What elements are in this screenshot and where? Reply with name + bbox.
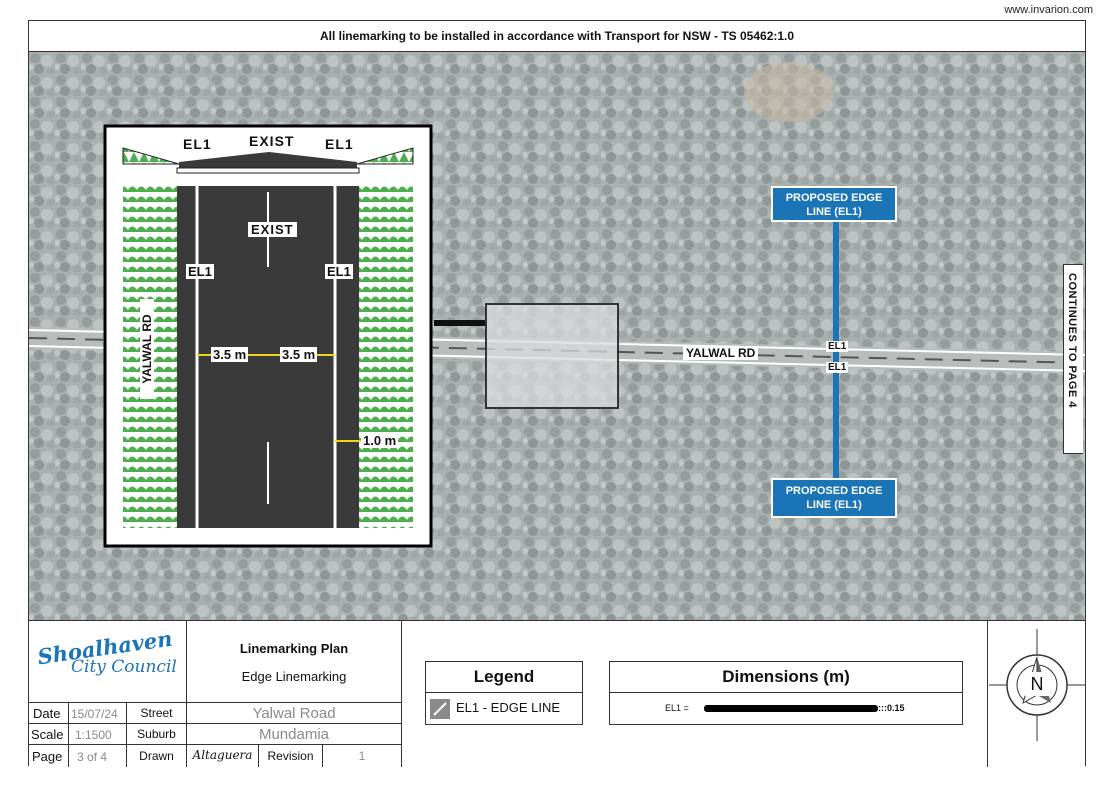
revision-label: Revision <box>259 745 323 767</box>
page-label: Page <box>29 745 69 767</box>
website-url: www.invarion.com <box>1004 4 1093 16</box>
plan-label-right-edge: EL1 <box>325 264 353 279</box>
drawn-label: Drawn <box>127 745 187 767</box>
legend-item: EL1 - EDGE LINE <box>426 693 582 725</box>
legend-title: Legend <box>426 662 582 693</box>
continues-label: CONTINUES TO PAGE 4 <box>1066 273 1078 409</box>
continues-tab: CONTINUES TO PAGE 4 <box>1063 264 1083 454</box>
lane-width-left: 3.5 m <box>211 347 249 362</box>
dimensions-row: EL1 = :::0.15 <box>610 693 962 725</box>
section-label-left: EL1 <box>183 136 212 152</box>
callout-top: PROPOSED EDGE LINE (EL1) <box>771 186 897 222</box>
revision-value: 1 <box>358 749 366 763</box>
edge-line-marker <box>833 222 839 494</box>
suburb-value: Mundamia <box>187 724 401 745</box>
plan-subtitle: Edge Linemarking <box>241 669 347 684</box>
page-value: 3 of 4 <box>69 745 127 767</box>
legend-item-label: EL1 - EDGE LINE <box>456 700 561 715</box>
inset-connector <box>434 320 486 326</box>
clearing <box>744 62 834 122</box>
dimensions-row-value: :::0.15 <box>878 703 905 713</box>
edge-label-bottom: EL1 <box>826 362 849 373</box>
edge-line-swatch <box>430 699 450 719</box>
north-arrow: N <box>989 625 1085 745</box>
map-road-name: YALWAL RD <box>683 346 759 360</box>
inset-viewport-box <box>485 303 619 409</box>
lane-width-right: 3.5 m <box>280 347 318 362</box>
title-block: Shoalhaven City Council Linemarking Plan… <box>29 620 1085 767</box>
street-value: Yalwal Road <box>187 703 401 724</box>
section-label-right: EL1 <box>325 136 354 152</box>
header-note: All linemarking to be installed in accor… <box>29 21 1085 52</box>
shoulder-width: 1.0 m <box>361 433 399 448</box>
edge-line-sample <box>704 705 878 712</box>
north-divider <box>987 621 988 767</box>
title-divider <box>401 621 402 767</box>
dimensions-row-label: EL1 = <box>665 703 689 713</box>
street-label: Street <box>127 703 187 724</box>
date-label: Date <box>29 703 69 724</box>
drawn-signature: Altaguera <box>187 745 259 767</box>
aerial-map: EL1 EXIST EL1 EXIST EL1 EL1 YALWAL RD 3.… <box>29 52 1085 620</box>
logo-line-2: City Council <box>71 657 177 677</box>
suburb-label: Suburb <box>127 724 187 745</box>
north-label: N <box>1025 672 1049 696</box>
dimensions-title: Dimensions (m) <box>610 662 962 693</box>
edge-label-top: EL1 <box>826 341 849 352</box>
scale-value: 1:1500 <box>69 724 127 745</box>
scale-label: Scale <box>29 724 69 745</box>
section-label-centre: EXIST <box>249 133 295 149</box>
dimensions-box: Dimensions (m) EL1 = :::0.15 <box>609 661 963 725</box>
callout-bottom: PROPOSED EDGE LINE (EL1) <box>771 478 897 518</box>
legend-box: Legend EL1 - EDGE LINE <box>425 661 583 725</box>
inset-detail <box>103 124 433 548</box>
plan-title-cell: Linemarking Plan Edge Linemarking <box>187 621 401 703</box>
plan-label-centre: EXIST <box>248 222 297 237</box>
date-value: 15/07/24 <box>69 703 127 724</box>
inset-road-name: YALWAL RD <box>140 299 154 399</box>
plan-title: Linemarking Plan <box>239 641 349 656</box>
plan-label-left-edge: EL1 <box>186 264 214 279</box>
council-logo: Shoalhaven City Council <box>29 621 187 703</box>
